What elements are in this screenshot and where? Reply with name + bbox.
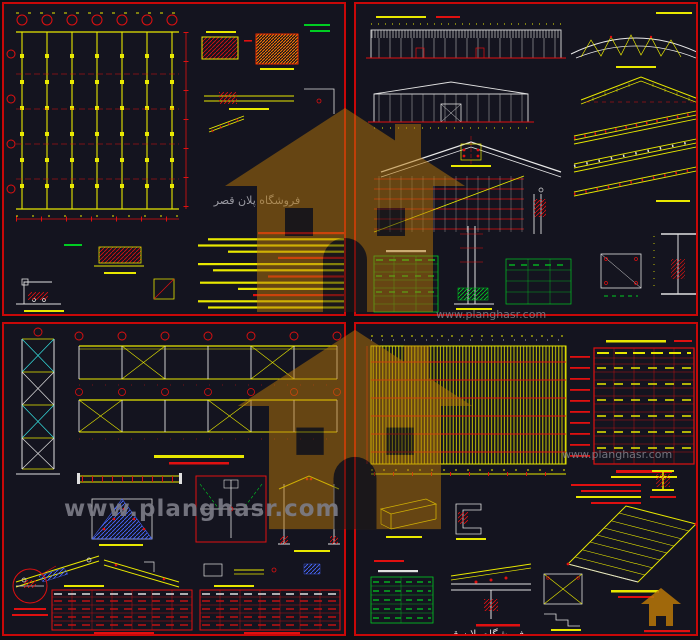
braced-tower xyxy=(16,327,60,475)
beam-elevation-detail xyxy=(77,473,182,484)
front-elevation xyxy=(366,16,566,59)
column-base-detail xyxy=(454,226,494,310)
elevations-drawing xyxy=(366,12,696,313)
framing-plan-drawing: فروشگاه پلان قصر xyxy=(6,12,344,312)
ibeam-section-detail xyxy=(653,233,696,295)
frames-drawing xyxy=(12,327,342,634)
gusset-plate-detail xyxy=(91,498,153,546)
caption-fa-bars xyxy=(154,455,244,465)
inclined-purlin-details xyxy=(573,110,696,202)
frame-elevation-row-a xyxy=(74,331,342,386)
mini-logo-and-caption xyxy=(641,588,690,633)
framing-plan xyxy=(6,12,189,222)
stepped-plate-detail xyxy=(543,573,583,631)
channel-section-detail xyxy=(455,503,486,540)
sheet-elevations xyxy=(354,2,698,316)
sheet-title-fa: فروشگاه پلان قصر xyxy=(213,194,301,207)
roof-3d-sketch xyxy=(566,505,696,598)
diagonal-brace-details xyxy=(15,555,321,588)
anchor-bolt-table xyxy=(373,250,439,313)
boxed-connection-detail xyxy=(195,475,267,543)
gable-end-elevation xyxy=(368,81,534,129)
eave-connection-detail xyxy=(450,563,532,627)
red-notes-column xyxy=(570,356,590,457)
purlin-plan-hatched xyxy=(366,335,567,471)
bolted-plate-detail xyxy=(600,253,642,297)
sheet-frames-tables xyxy=(2,322,346,636)
portal-frame-detail xyxy=(278,475,340,552)
beam-splice-detail xyxy=(204,88,335,133)
sheet-framing-plan: فروشگاه پلان قصر xyxy=(2,2,346,316)
schedule-table-2 xyxy=(199,585,341,634)
footing-details xyxy=(16,244,175,312)
notes-block-fa xyxy=(198,232,344,309)
section-circle-detail xyxy=(12,565,57,616)
schedule-table-1 xyxy=(51,585,193,634)
roof-framing-plan xyxy=(373,175,546,234)
ibeam-3d-sketch xyxy=(379,498,438,538)
frame-elevation-row-b xyxy=(75,388,341,440)
top-detail-hatched-b xyxy=(255,24,330,70)
connection-plate-table xyxy=(505,258,572,305)
ibeam-section-small xyxy=(650,470,676,498)
sheet-title-fa-bottom: فروشگاه پلان قصر xyxy=(437,628,525,634)
purlin-plan-drawing: فروشگاه پلان قصر xyxy=(366,335,696,634)
top-detail-hatched-a xyxy=(201,31,252,60)
arched-truss-elevation xyxy=(570,12,696,68)
sheet-purlin-plan: فروشگاه پلان قصر xyxy=(354,322,698,636)
gable-truss-detail xyxy=(580,76,696,105)
legend-green-table xyxy=(370,560,434,624)
apex-connection-detail xyxy=(380,136,562,178)
middle-notes-fa xyxy=(371,472,641,504)
purlin-schedule-table xyxy=(593,340,695,478)
